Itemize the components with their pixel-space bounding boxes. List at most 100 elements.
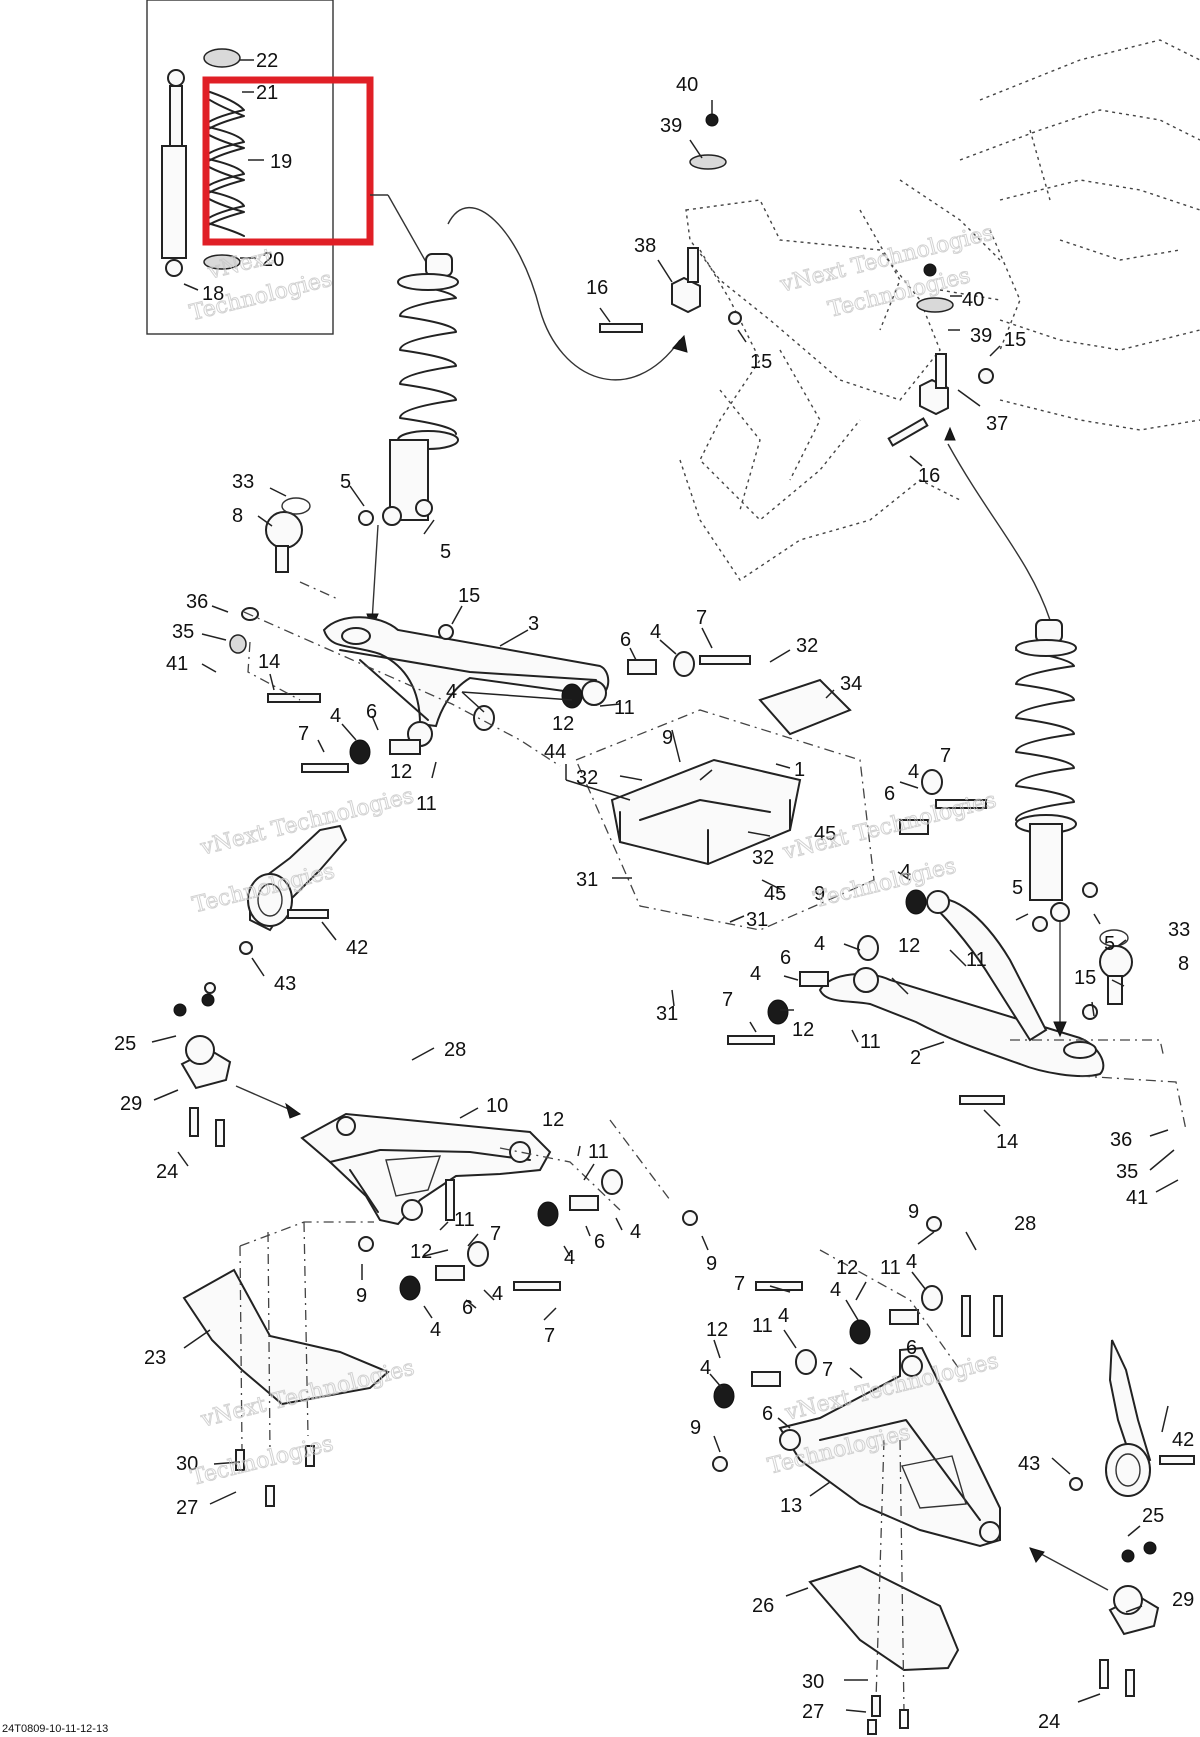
callout-42a: 42 — [346, 937, 368, 959]
route-3 — [299, 581, 341, 601]
callout-4d: 4 — [908, 761, 919, 783]
callout-4m: 4 — [830, 1279, 841, 1301]
callout-32a: 32 — [796, 635, 818, 657]
callout-8a: 8 — [232, 505, 243, 527]
callout-12e: 12 — [542, 1109, 564, 1131]
inset-frame — [146, 0, 334, 335]
callout-4k: 4 — [430, 1319, 441, 1341]
callout-32c: 32 — [752, 847, 774, 869]
callout-labels: 22 21 19 20 18 40 39 38 16 15 40 39 15 3… — [114, 50, 1194, 1733]
callout-12b: 12 — [390, 761, 412, 783]
callout-38: 38 — [634, 235, 656, 257]
callout-32b: 32 — [576, 767, 598, 789]
callout-20: 20 — [262, 249, 284, 271]
callout-9b: 9 — [814, 883, 825, 905]
callout-41b: 41 — [1126, 1187, 1148, 1209]
callout-5b: 5 — [440, 541, 451, 563]
callout-22: 22 — [256, 50, 278, 72]
callout-14a: 14 — [258, 651, 280, 673]
callout-35a: 35 — [172, 621, 194, 643]
callout-40a: 40 — [676, 74, 698, 96]
shock-absorber-18 — [161, 69, 187, 277]
callout-44: 44 — [544, 741, 566, 763]
callout-11a: 11 — [614, 697, 635, 719]
callout-11h: 11 — [752, 1315, 773, 1337]
callout-13: 13 — [780, 1495, 802, 1517]
drawing-code: 24T0809-10-11-12-13 — [2, 1723, 108, 1735]
ball-joint-29b — [1029, 1541, 1160, 1697]
right-arm-hardware — [727, 769, 1133, 1105]
callout-6d: 6 — [780, 947, 791, 969]
callout-9c: 9 — [706, 1253, 717, 1275]
callout-4n: 4 — [778, 1305, 789, 1327]
callout-9e: 9 — [908, 1201, 919, 1223]
watermark-5-line2: Technologies — [189, 1431, 336, 1490]
plate-34 — [758, 678, 852, 736]
callout-12d: 12 — [792, 1019, 814, 1041]
callout-24b: 24 — [1038, 1711, 1060, 1733]
callout-4o: 4 — [700, 1357, 711, 1379]
callout-30b: 30 — [802, 1671, 824, 1693]
callout-35b: 35 — [1116, 1161, 1138, 1183]
callout-11f: 11 — [454, 1209, 475, 1231]
callout-28a: 28 — [444, 1039, 466, 1061]
bolt-16a — [599, 323, 643, 333]
callout-11d: 11 — [860, 1031, 881, 1053]
callout-15c: 15 — [458, 585, 480, 607]
lower-a-arm-2 — [818, 890, 1105, 1078]
shock-assembly-right — [1015, 619, 1098, 1038]
callout-6b: 6 — [366, 701, 377, 723]
callout-12f: 12 — [410, 1241, 432, 1263]
callout-6a: 6 — [620, 629, 631, 651]
callout-11g: 11 — [880, 1257, 901, 1279]
callout-4b: 4 — [446, 681, 457, 703]
callout-4f: 4 — [814, 933, 825, 955]
upper-arm-hardware — [229, 497, 751, 773]
callout-4i: 4 — [564, 1247, 575, 1269]
callout-12a: 12 — [552, 713, 574, 735]
callout-9a: 9 — [662, 727, 673, 749]
callout-21: 21 — [256, 82, 278, 104]
callout-6c: 6 — [884, 783, 895, 805]
bolt-16b — [887, 417, 929, 447]
callout-8b: 8 — [1178, 953, 1189, 975]
callout-45b: 45 — [764, 883, 786, 905]
callout-18: 18 — [202, 283, 224, 305]
lower-a-arm-10 — [300, 1112, 552, 1226]
coil-spring-19 — [203, 89, 245, 237]
callout-16a: 16 — [586, 277, 608, 299]
callout-7a: 7 — [696, 607, 707, 629]
lower-right-hardware — [712, 1216, 1003, 1472]
bracket-37 — [728, 263, 994, 416]
callout-9d: 9 — [356, 1285, 367, 1307]
callout-4a: 4 — [650, 621, 661, 643]
callout-4j: 4 — [492, 1283, 503, 1305]
callout-4e: 4 — [900, 861, 911, 883]
callout-11c: 11 — [966, 949, 987, 971]
callout-5a: 5 — [340, 471, 351, 493]
callout-31a: 31 — [576, 869, 598, 891]
callout-39b: 39 — [970, 325, 992, 347]
callout-31b: 31 — [746, 909, 768, 931]
callout-6e: 6 — [594, 1231, 605, 1253]
skid-plate-23 — [182, 1268, 390, 1406]
callout-7d: 7 — [722, 989, 733, 1011]
callout-16b: 16 — [918, 465, 940, 487]
callout-23: 23 — [144, 1347, 166, 1369]
callout-12c: 12 — [898, 935, 920, 957]
callout-30a: 30 — [176, 1453, 198, 1475]
callout-15b: 15 — [1004, 329, 1026, 351]
callout-6h: 6 — [762, 1403, 773, 1425]
highlight-box — [202, 76, 374, 246]
callout-25b: 25 — [1142, 1505, 1164, 1527]
callout-4l: 4 — [906, 1251, 917, 1273]
skid-outline — [239, 1221, 374, 1247]
callout-7b: 7 — [298, 723, 309, 745]
frame — [679, 39, 1200, 581]
callout-25a: 25 — [114, 1033, 136, 1055]
callout-27b: 27 — [802, 1701, 824, 1723]
callout-4h: 4 — [630, 1221, 641, 1243]
route-4 — [1010, 1039, 1165, 1059]
callout-6g: 6 — [906, 1337, 917, 1359]
steering-knuckle-left — [239, 824, 348, 955]
